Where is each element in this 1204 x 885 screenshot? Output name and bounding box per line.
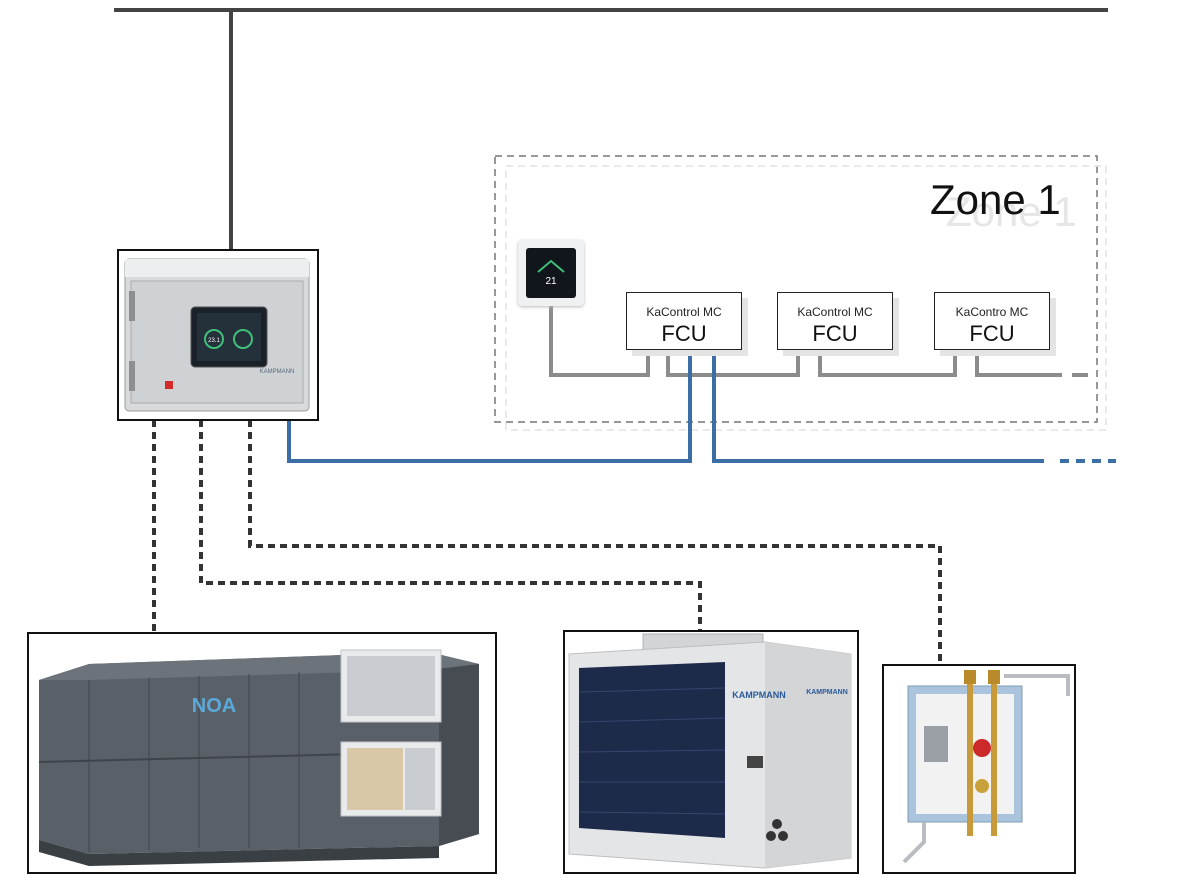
zone-modbus-line-4 [975, 350, 1062, 377]
fcu-controller-label: KaControl MC [797, 305, 873, 319]
hydronic-station [882, 664, 1076, 874]
hydronic-station-image [902, 670, 1070, 864]
zone-modbus-line-1 [549, 306, 650, 377]
home-icon: 21 [537, 259, 565, 287]
water-line-2 [712, 350, 1044, 463]
controller-brand-mark: KAMPMANN [260, 369, 295, 375]
zone-modbus-line-3 [818, 350, 957, 377]
room-thermostat: 21 [518, 240, 584, 306]
dashed-line-chiller [199, 420, 702, 633]
chiller-brand-front: KAMPMANN [732, 690, 786, 700]
zone-modbus-line-2 [666, 350, 800, 377]
zone-border [494, 155, 1098, 423]
zone-title: Zone 1 [930, 176, 1061, 223]
controller-cabinet-image: 23.1 KAMPMANN [124, 258, 310, 412]
ahu-logo: NOA [192, 695, 236, 717]
fcu-unit-label: FCU [661, 321, 707, 346]
air-handling-unit: NOA [27, 632, 497, 874]
outdoor-chiller-unit: KAMPMANN KAMPMANN [563, 630, 859, 874]
fcu-unit-label: FCU [812, 321, 858, 346]
thermostat-value: 21 [545, 276, 557, 287]
controller-screen-value: 23.1 [208, 338, 220, 344]
thermostat-screen: 21 [526, 248, 576, 298]
fcu-controller-label: KaContro MC [955, 305, 1029, 319]
ahu-image: NOA [38, 649, 479, 866]
zone-border-shadow [505, 165, 1107, 431]
fcu-box-1: KaControl MC FCU [626, 292, 742, 350]
fcu-box-2: KaControl MC FCU [777, 292, 893, 350]
fcu-unit-label: FCU [969, 321, 1015, 346]
zone-title-shadow: Zone 1 [946, 188, 1077, 235]
chiller-image: KAMPMANN KAMPMANN [568, 633, 852, 869]
fcu-controller-label: KaControl MC [646, 305, 722, 319]
main-controller-cabinet: 23.1 KAMPMANN [117, 249, 319, 421]
dashed-line-hydronic [248, 420, 942, 665]
chiller-brand-side: KAMPMANN [806, 689, 848, 696]
water-line-1 [287, 350, 692, 463]
fcu-box-3: KaContro MC FCU [934, 292, 1050, 350]
